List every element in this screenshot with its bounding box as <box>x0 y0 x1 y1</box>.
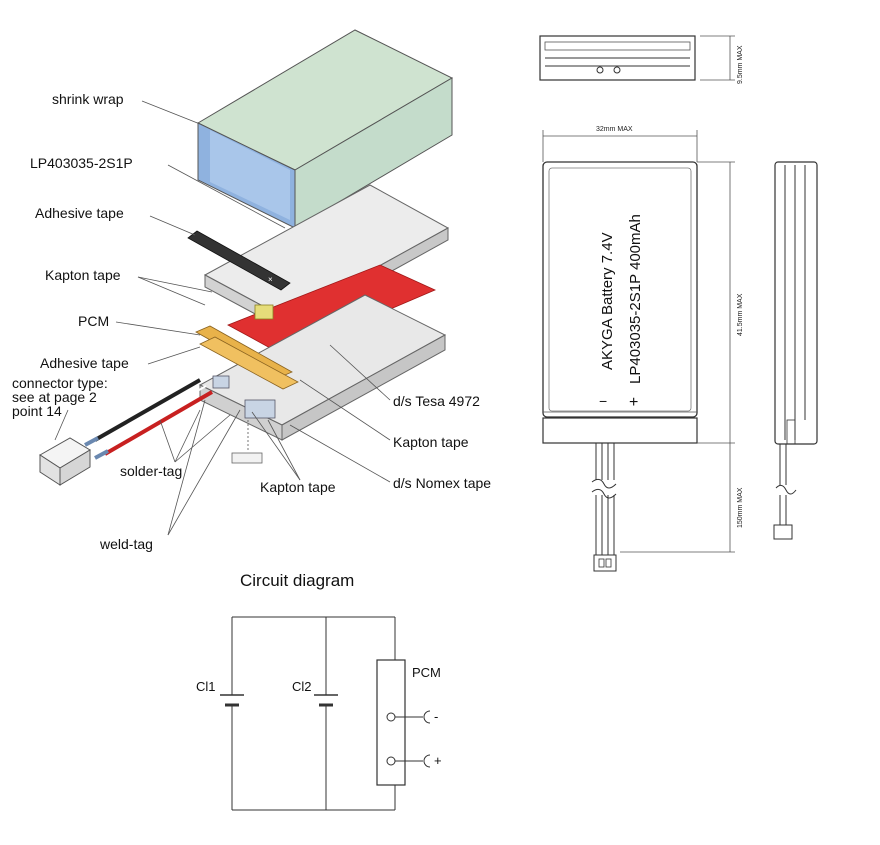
label-solder-tag: solder-tag <box>120 463 182 479</box>
label-nomex: d/s Nomex tape <box>393 475 491 491</box>
top-view: 9.5mm MAX <box>539 35 744 84</box>
adhesive-tape-strip: × <box>187 230 291 291</box>
label-weld-tag: weld-tag <box>99 536 153 552</box>
label-adhesive-tape-mid: Adhesive tape <box>40 355 129 371</box>
pcm-board <box>195 304 299 464</box>
label-kapton-tape-right: Kapton tape <box>393 434 469 450</box>
label-connector-line1: connector type: <box>12 375 108 391</box>
lower-cell <box>198 294 447 441</box>
plus-output-label: + <box>434 753 442 768</box>
cell-1-label: Cl1 <box>196 679 216 694</box>
shrink-wrap-sleeve <box>196 29 454 229</box>
label-pcm: PCM <box>78 313 109 329</box>
battery-label-line1: AKYGA Battery 7.4V <box>599 232 616 370</box>
pcm-module-symbol <box>376 659 431 786</box>
dim-length: 41.5mm MAX <box>737 293 744 336</box>
svg-text:×: × <box>268 275 273 284</box>
label-kapton-tape-bottom: Kapton tape <box>260 479 336 495</box>
cell-1-symbol <box>220 694 244 707</box>
pcm-label: PCM <box>412 665 441 680</box>
exploded-view: × <box>12 29 491 552</box>
battery-label-line2: LP403035-2S1P 400mAh <box>627 214 644 384</box>
connector-plug <box>39 437 91 486</box>
front-view: AKYGA Battery 7.4V LP403035-2S1P 400mAh … <box>542 161 698 572</box>
circuit-diagram: Circuit diagram Cl1 Cl2 <box>196 571 442 811</box>
dim-width: 32mm MAX <box>596 126 633 133</box>
plus-terminal-symbol: + <box>629 394 638 411</box>
cell-2-label: Cl2 <box>292 679 312 694</box>
wire-harness <box>84 378 214 460</box>
dim-height: 9.5mm MAX <box>737 45 744 84</box>
minus-terminal-symbol: − <box>599 393 607 409</box>
minus-output-label: - <box>434 709 438 724</box>
label-cell-model: LP403035-2S1P <box>30 155 133 171</box>
length-dimension: 41.5mm MAX <box>697 161 744 444</box>
label-tesa: d/s Tesa 4972 <box>393 393 480 409</box>
cell-2-symbol <box>314 694 338 707</box>
leader-lines <box>54 100 391 536</box>
label-kapton-tape-left: Kapton tape <box>45 267 121 283</box>
dim-cable: 150mm MAX <box>737 487 744 528</box>
side-view <box>773 161 818 540</box>
circuit-title: Circuit diagram <box>240 571 354 590</box>
label-shrink-wrap: shrink wrap <box>52 91 124 107</box>
label-connector-line3: point 14 <box>12 403 62 419</box>
label-adhesive-tape-top: Adhesive tape <box>35 205 124 221</box>
technical-drawing: 9.5mm MAX 32mm MAX AKYGA Battery 7.4V LP… <box>539 35 818 572</box>
cable-dimension: 150mm MAX <box>620 443 744 553</box>
red-tesa-tape <box>227 264 436 356</box>
width-dimension: 32mm MAX <box>542 126 698 162</box>
label-connector-line2: see at page 2 <box>12 389 97 405</box>
